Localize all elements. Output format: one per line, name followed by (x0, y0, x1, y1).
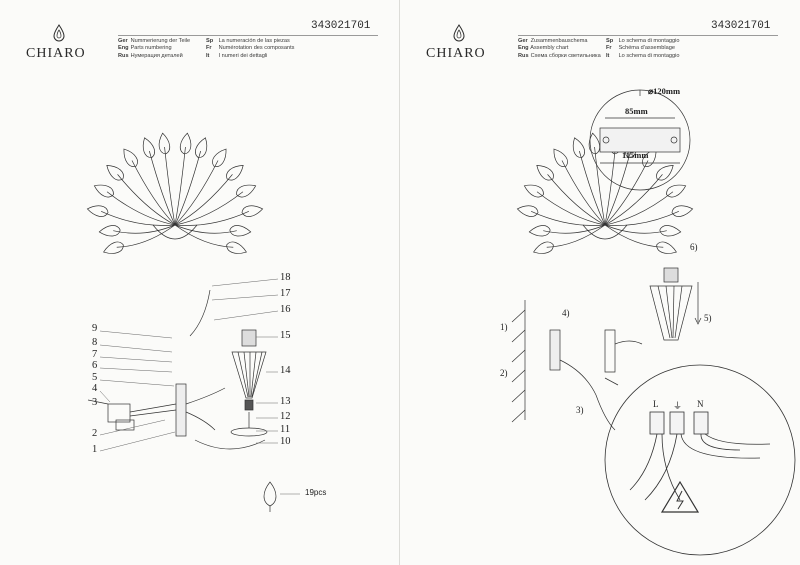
header-col2: Sp Lo schema di montaggio Fr Schéma d'as… (606, 38, 680, 59)
page-parts-numbering: CHIARO 343021701 Ger Nummerierung der Te… (26, 20, 378, 512)
header-sp: Lo schema di montaggio (618, 38, 680, 44)
chiaro-logo: CHIARO (26, 24, 106, 64)
header-it: I numeri dei dettagli (218, 52, 268, 59)
part-8: 8 (92, 337, 98, 348)
part-2: 2 (92, 428, 98, 439)
spare-quantity: 19pcs (305, 488, 327, 497)
header-it: Lo schema di montaggio (618, 52, 680, 59)
diameter-label: ⌀120mm (648, 86, 681, 96)
step-3: 3) (576, 405, 584, 415)
article-code: 343021701 (311, 20, 371, 32)
header-fr: Schéma d'assemblage (618, 45, 675, 52)
header-rule (118, 35, 378, 36)
part-18: 18 (280, 272, 291, 283)
lamp-exploded-view (87, 278, 300, 512)
drop-logo-icon (453, 24, 465, 42)
step-2: 2) (500, 368, 508, 378)
wiring-detail (604, 364, 796, 556)
part-11: 11 (280, 424, 291, 435)
terminal-live: L (653, 399, 659, 409)
terminal-neutral: N (697, 399, 704, 409)
part-1: 1 (92, 444, 98, 455)
part-3: 3 (92, 397, 98, 408)
part-6: 6 (92, 360, 98, 371)
outer-dimension: 115mm (622, 150, 649, 160)
part-12: 12 (280, 411, 291, 422)
step-5: 5) (704, 313, 712, 323)
header-eng: Assembly chart (530, 45, 569, 52)
part-17: 17 (280, 288, 291, 299)
header-sp: La numeración de las piezas (218, 38, 290, 44)
page-assembly-chart: CHIARO 343021701 Ger Zusammenbauschema E… (400, 0, 800, 565)
step-1: 1) (500, 322, 508, 332)
spare-crystal-icon (263, 481, 277, 507)
step-4: 4) (562, 308, 570, 318)
parts-illustration (86, 132, 300, 512)
header-ger: Nummerierung der Teile (130, 38, 191, 44)
header-col2: Sp La numeración de las piezas Fr Numéro… (206, 38, 295, 59)
warning-icon (660, 480, 700, 513)
wall-mounting (511, 267, 702, 431)
brand-name: CHIARO (26, 46, 86, 61)
part-15: 15 (280, 330, 291, 341)
terminal-earth: ⏚ (673, 401, 683, 411)
drop-logo-icon (53, 24, 65, 42)
header-fr: Numérotation des composants (218, 45, 295, 52)
part-7: 7 (92, 349, 98, 360)
assembly-illustration (511, 89, 796, 556)
chiaro-logo: CHIARO (426, 24, 506, 64)
brand-name: CHIARO (426, 46, 486, 61)
step-6: 6) (690, 242, 698, 252)
part-14: 14 (280, 365, 291, 376)
header-rus: Нумерация деталей (130, 52, 183, 59)
part-5: 5 (92, 372, 98, 383)
mounting-plate-detail (589, 89, 691, 191)
header-eng: Parts numbering (130, 45, 172, 52)
part-9: 9 (92, 323, 98, 334)
inner-dimension: 85mm (625, 106, 648, 116)
header-rule (518, 35, 778, 36)
part-16: 16 (280, 304, 291, 315)
header-rus: Схема сборки светильника (530, 52, 601, 59)
part-4: 4 (92, 383, 98, 394)
part-13: 13 (280, 396, 291, 407)
part-10: 10 (280, 436, 291, 447)
header-ger: Zusammenbauschema (530, 38, 588, 44)
header-col1: Ger Zusammenbauschema Eng Assembly chart… (518, 38, 601, 59)
article-code: 343021701 (711, 20, 771, 32)
header-col1: Ger Nummerierung der Teile Eng Parts num… (118, 38, 191, 59)
lamp-front-view (86, 132, 264, 254)
